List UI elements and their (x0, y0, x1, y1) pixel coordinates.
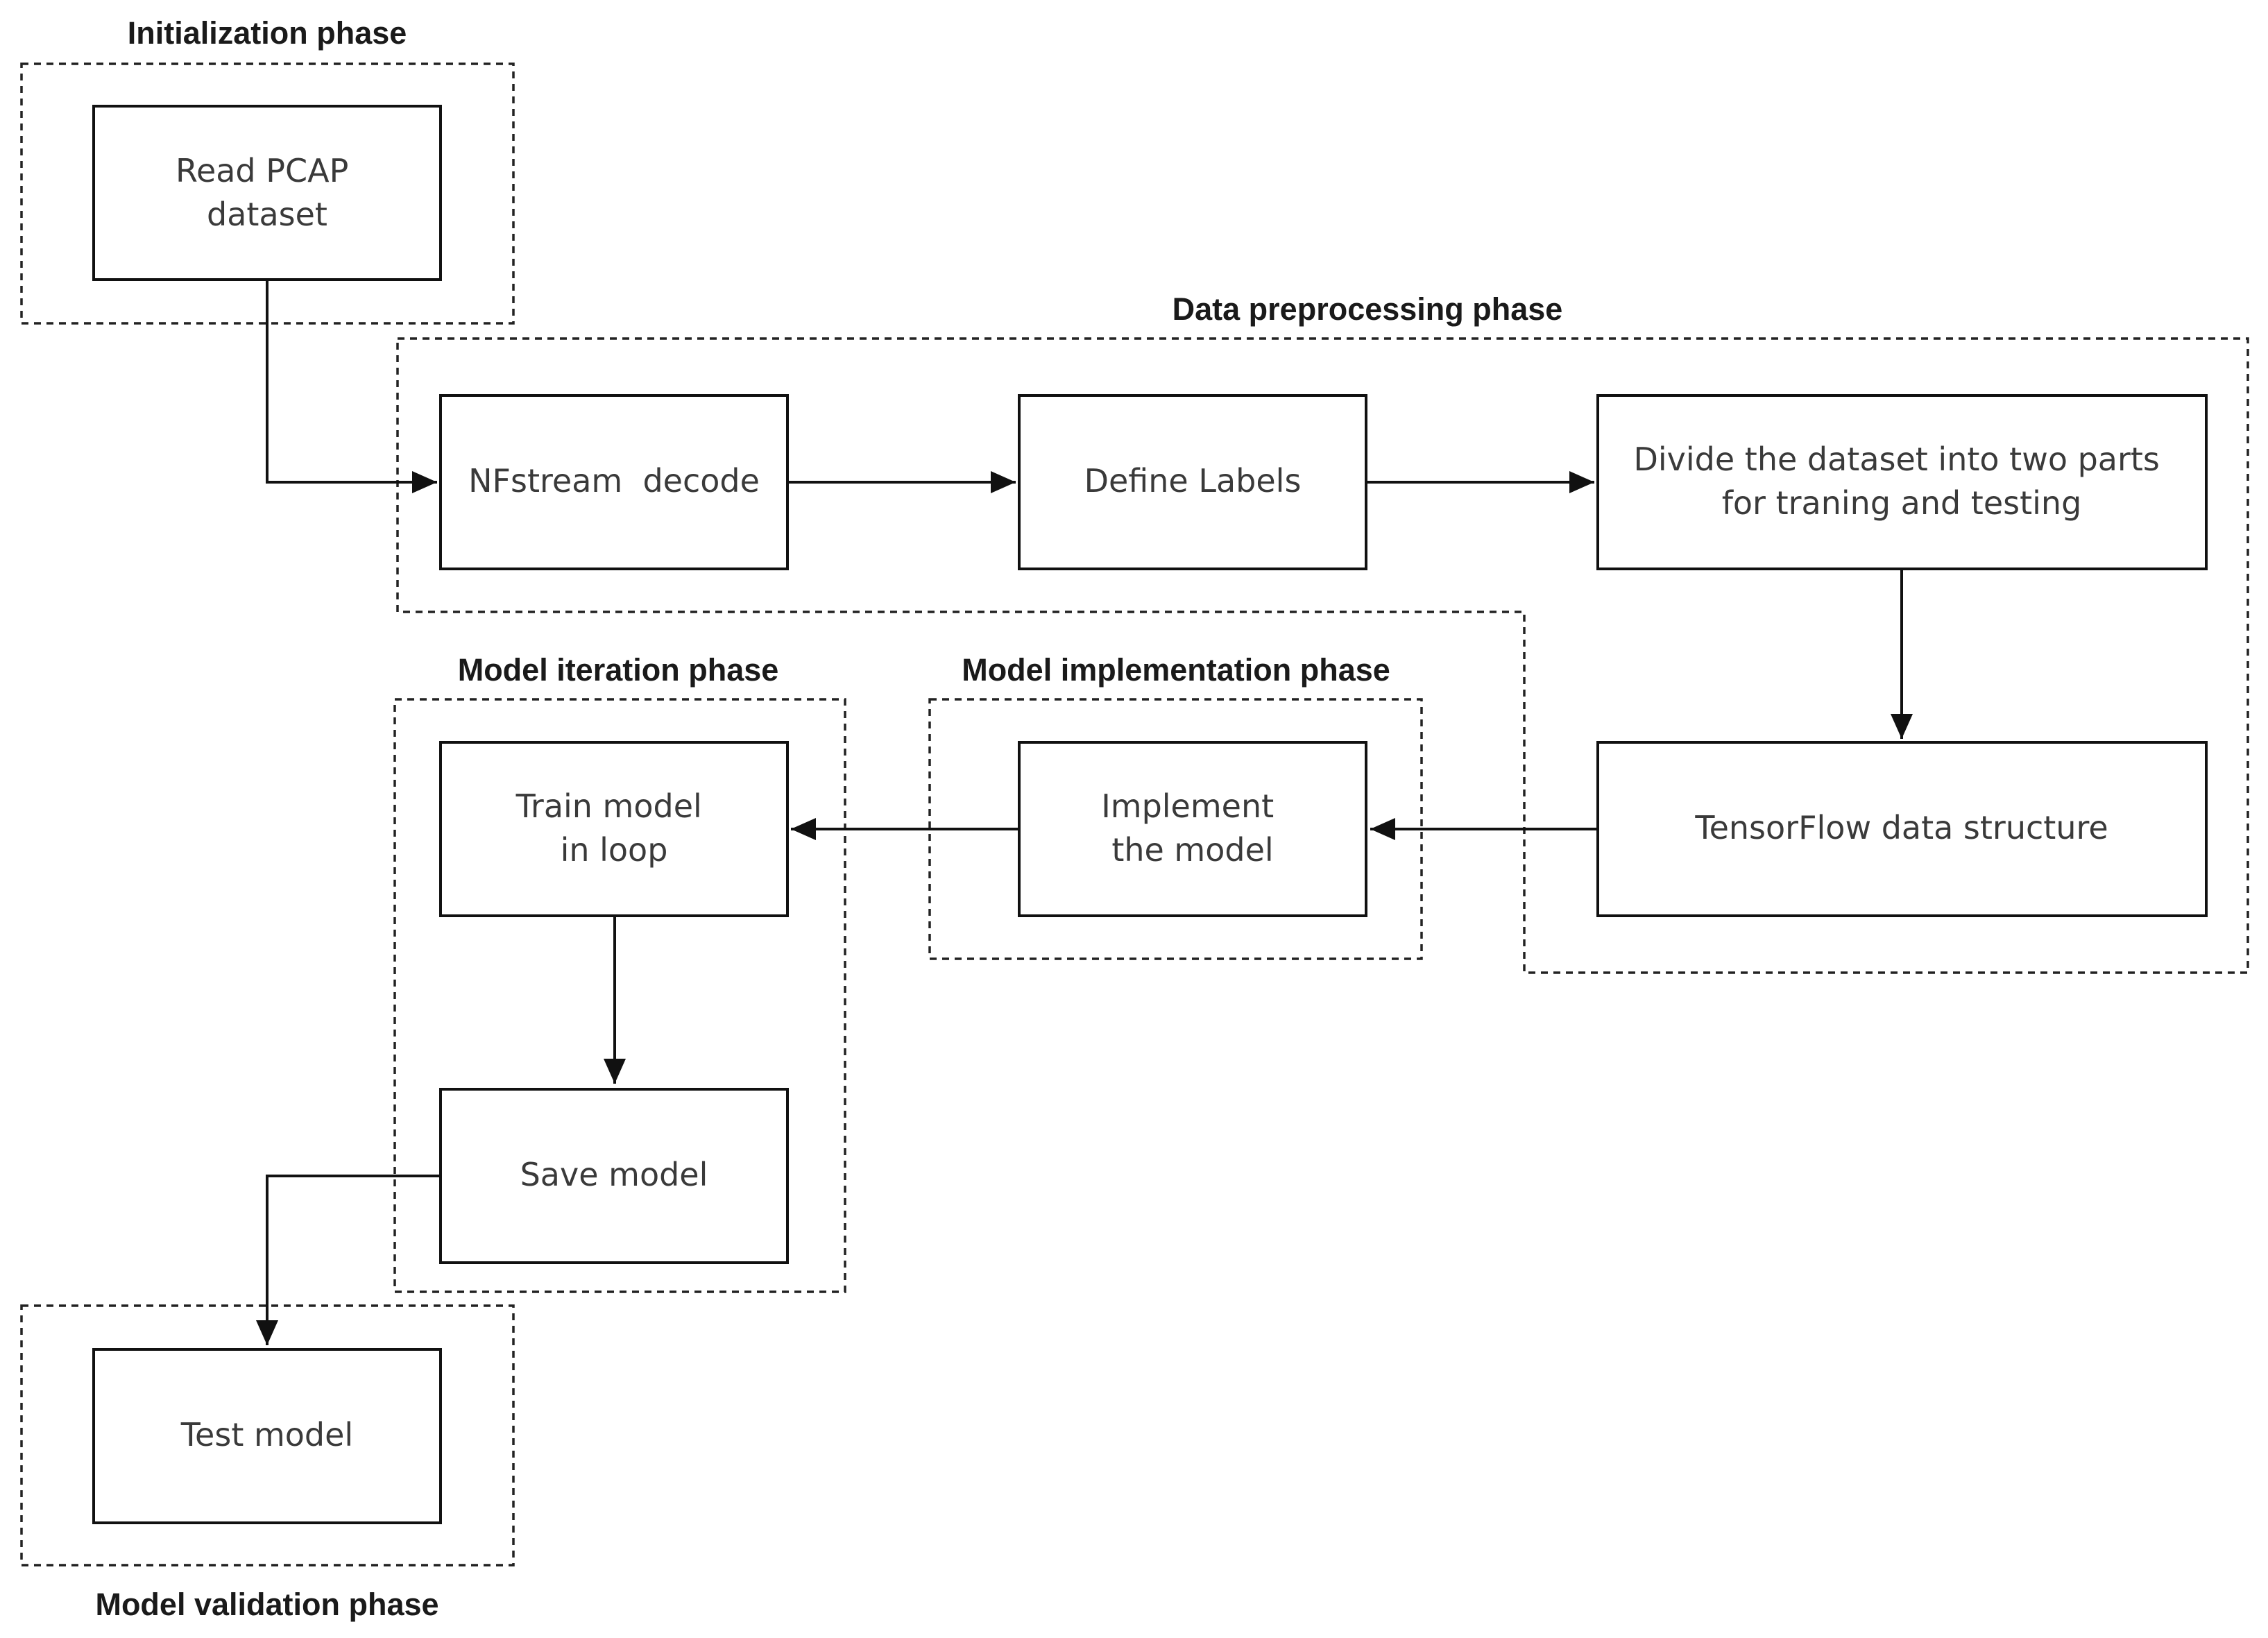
initialization-phase-title: Initialization phase (128, 15, 407, 51)
step-divide-dataset-line-1: Divide the dataset into two parts (1633, 441, 2159, 478)
step-read-pcap-box (92, 105, 442, 281)
validation-phase-title: Model validation phase (95, 1587, 438, 1622)
step-train-model: Train model in loop (439, 741, 789, 917)
step-save-model-label: Save model (520, 1156, 708, 1193)
step-read-pcap-line-1: Read PCAP (176, 152, 348, 189)
implementation-phase-title: Model implementation phase (962, 652, 1390, 688)
step-train-model-line-1: Train model (515, 787, 702, 825)
step-divide-dataset-line-2: for traning and testing (1722, 484, 2082, 522)
step-implement-model-line-1: Implement (1101, 787, 1274, 825)
iteration-phase-boundary (393, 698, 846, 1293)
step-divide-dataset: Divide the dataset into two parts for tr… (1596, 394, 2208, 570)
preprocessing-phase-boundary (396, 337, 2249, 974)
arrow-read-to-nfstream (266, 280, 437, 493)
step-implement-model-label: Implement the model (1101, 787, 1284, 869)
step-tensorflow-structure-box (1596, 741, 2208, 917)
step-define-labels: Define Labels (1018, 394, 1367, 570)
step-implement-model: Implement the model (1018, 741, 1367, 917)
step-divide-dataset-box (1596, 394, 2208, 570)
step-define-labels-label: Define Labels (1084, 462, 1302, 500)
step-test-model: Test model (92, 1348, 442, 1524)
step-read-pcap-label: Read PCAP dataset (176, 152, 359, 233)
step-define-labels-box (1018, 394, 1367, 570)
step-save-model: Save model (439, 1088, 789, 1264)
step-train-model-line-2: in loop (561, 831, 668, 869)
step-train-model-label: Train model in loop (515, 787, 713, 869)
step-nfstream-decode: NFstream decode (439, 394, 789, 570)
step-nfstream-decode-label: NFstream decode (468, 462, 760, 500)
step-test-model-box (92, 1348, 442, 1524)
step-train-model-box (439, 741, 789, 917)
step-implement-model-line-2: the model (1111, 831, 1273, 869)
step-tensorflow-structure: TensorFlow data structure (1596, 741, 2208, 917)
step-tensorflow-structure-label: TensorFlow data structure (1694, 809, 2108, 846)
step-read-pcap-line-2: dataset (207, 196, 327, 233)
arrow-save-to-test (256, 1175, 441, 1345)
step-implement-model-box (1018, 741, 1367, 917)
preprocessing-phase-title: Data preprocessing phase (1173, 291, 1563, 327)
step-save-model-box (439, 1088, 789, 1264)
step-divide-dataset-label: Divide the dataset into two parts for tr… (1633, 441, 2169, 522)
step-test-model-label: Test model (180, 1416, 353, 1453)
iteration-phase-title: Model iteration phase (458, 652, 779, 688)
step-nfstream-decode-box (439, 394, 789, 570)
step-read-pcap: Read PCAP dataset (92, 105, 442, 281)
